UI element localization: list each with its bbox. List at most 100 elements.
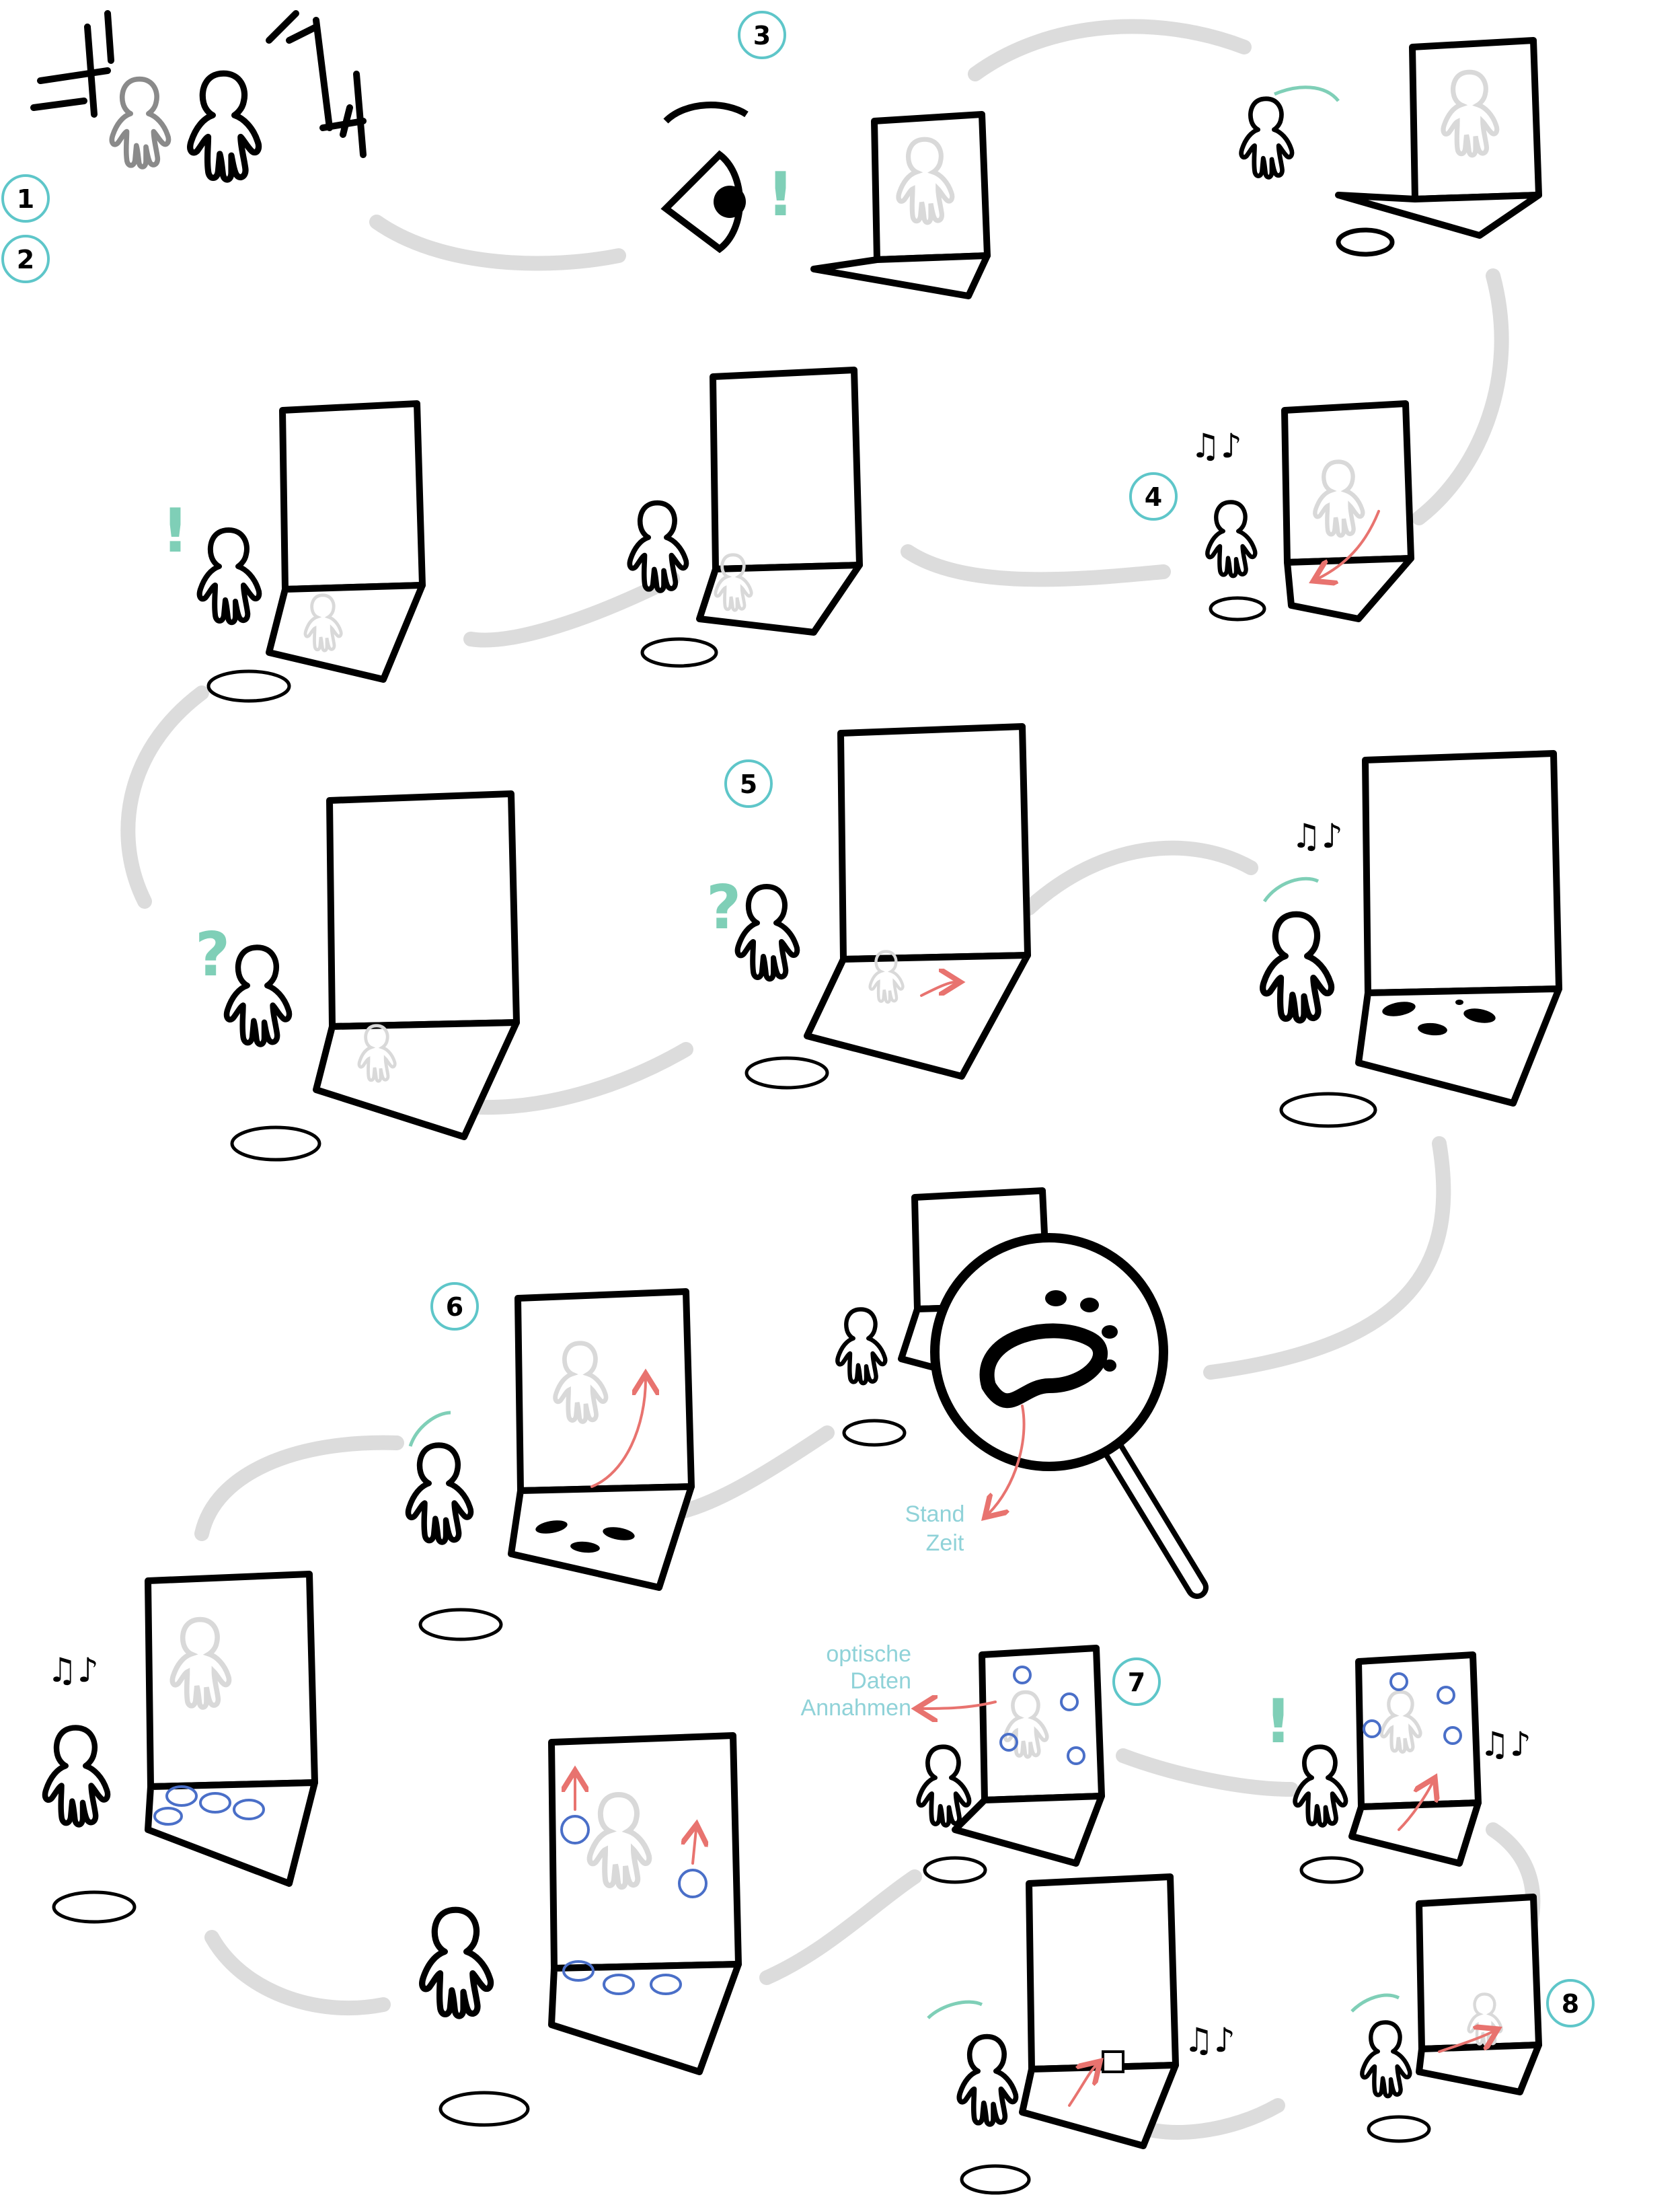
music-notes-icon: ♫♪ (1291, 817, 1343, 856)
daten-label: Daten (850, 1668, 911, 1694)
screen-rig (1348, 1651, 1482, 1867)
footprint-blob (1455, 1000, 1463, 1005)
floor-screen (1348, 1799, 1482, 1867)
badge-number: 1 (17, 184, 34, 214)
upright-screen (326, 790, 520, 1030)
flow-connectors (120, 19, 1541, 2140)
visitor-person (1260, 911, 1335, 1024)
footprint-blob (1382, 1002, 1416, 1016)
connector-swoosh (120, 685, 209, 909)
ghost-outline (553, 1341, 609, 1424)
ghost-outline (1379, 1690, 1422, 1754)
data-ellipse (999, 1733, 1018, 1752)
scene-document: ♫♪ (927, 1873, 1235, 2195)
zeit-label: Zeit (926, 1530, 964, 1556)
ghost-outline (357, 1024, 397, 1083)
badge-ring (1546, 1979, 1595, 2027)
attention-wave (1350, 1993, 1400, 2013)
footprint-blob (1080, 1298, 1099, 1312)
person-outline (627, 500, 689, 593)
platform-ring (744, 1056, 829, 1090)
connector-swoosh (1022, 840, 1258, 916)
badge-number: 8 (1562, 1989, 1579, 2019)
footprint-blob (1103, 1359, 1116, 1372)
data-ellipse (233, 1799, 265, 1820)
ghost-figure (868, 950, 905, 1004)
s7 (916, 1645, 1105, 1884)
annotations: Stand Zeit optische Daten Annahmen (801, 1501, 965, 1721)
motion-arrow (1068, 2065, 1096, 2107)
motion-arrow (693, 1830, 696, 1865)
ghost-figure (169, 1616, 232, 1710)
data-ellipse (560, 1815, 590, 1844)
visitor-person (916, 1744, 972, 1828)
scene-arrival (30, 10, 367, 183)
platform-ring (640, 637, 718, 668)
badge-number: 5 (740, 770, 757, 799)
visitor-person (187, 70, 262, 183)
screen-rig (810, 111, 991, 299)
motion-arrow (920, 982, 955, 997)
screen-rig (145, 1571, 318, 1887)
person-outline (405, 1442, 474, 1545)
badge-ring (1129, 472, 1178, 521)
person-outline (223, 944, 293, 1047)
screen-rig (548, 1732, 742, 2075)
badge-number: 6 (446, 1292, 463, 1322)
exclamation-icon: ! (161, 496, 189, 566)
badge-number: 3 (753, 21, 771, 50)
data-ellipse (650, 1974, 682, 1995)
person-outline (187, 70, 262, 183)
ghost-outline (169, 1616, 232, 1710)
scene-reach: ! (161, 400, 426, 703)
scene-approach (1239, 37, 1542, 257)
visitor-person (734, 884, 800, 982)
badge-number: 7 (1128, 1668, 1145, 1697)
platform-ring (842, 1419, 907, 1447)
screen-rig (1019, 1873, 1179, 2149)
scene-magnify (835, 1187, 1209, 1599)
attention-wave (408, 1411, 451, 1447)
screen-rig (804, 723, 1031, 1080)
magnify-arrow (989, 1405, 1026, 1514)
ghost-outline (1313, 459, 1365, 538)
optische-label: optische (826, 1641, 911, 1667)
person-outline (419, 1906, 494, 2019)
eyebrow (663, 102, 749, 124)
question-icon: ? (195, 920, 230, 990)
exclamation-icon: ! (767, 159, 794, 230)
step-badges: 1 2 3 4 5 6 7 8 (1, 11, 1595, 2027)
screen-rig (1416, 1894, 1542, 2095)
step-badge-4: 4 (1129, 472, 1178, 521)
s5: ? (706, 723, 1031, 1090)
person-outline (1205, 500, 1258, 579)
step-badge-2: 2 (1, 235, 50, 283)
floor-screen (804, 952, 1031, 1080)
music-notes-icon: ♫♪ (1184, 2021, 1235, 2060)
person-outline (1360, 2020, 1412, 2099)
footprint-blob (1102, 1325, 1118, 1339)
attention-wave (1262, 876, 1320, 903)
stand-label: Stand (905, 1501, 965, 1527)
ghost-outline (1003, 1690, 1049, 1759)
connector-swoosh (1412, 268, 1509, 525)
floor-screen (952, 1793, 1105, 1867)
screen-rig (266, 400, 426, 683)
ghost-outline (303, 593, 343, 652)
platform-ring (960, 2164, 1031, 2195)
footprint-blob (1045, 1290, 1067, 1306)
visitor-person (956, 2034, 1019, 2127)
eye-pupil (714, 186, 746, 218)
scene-notice: ! (660, 102, 991, 299)
scene-ovals-rising (419, 1732, 742, 2127)
footprint-blob (570, 1541, 600, 1553)
scenes: !♫♪!??♫♪♫♪!♫♪♫♪ (30, 10, 1562, 2195)
data-ellipse (1060, 1692, 1079, 1711)
person-outline (109, 76, 171, 170)
badge-number: 2 (17, 245, 34, 274)
connector-swoosh (1203, 1136, 1451, 1380)
floor-screen (696, 562, 863, 636)
floor-screen (548, 1961, 742, 2075)
ghost-outline (586, 1791, 652, 1890)
